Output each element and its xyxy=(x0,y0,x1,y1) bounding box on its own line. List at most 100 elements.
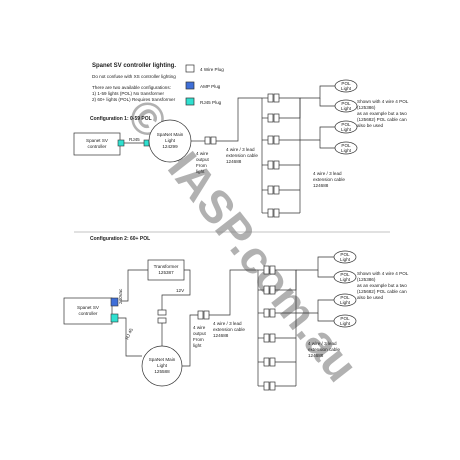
config2-plug xyxy=(269,381,276,391)
config2-pol-lights: POL Light POL Light POL Light POL Light xyxy=(333,250,357,328)
config1-rj45-plug-a xyxy=(117,139,125,147)
config1-rj45-label: RJ45 xyxy=(129,137,140,142)
config2-wire-output-2: output xyxy=(193,331,206,336)
config2-pol-light-4 xyxy=(333,314,357,328)
config1-rj45-plug-b xyxy=(143,139,150,147)
pol-label: Light xyxy=(340,321,351,326)
pol-label: Light xyxy=(340,277,351,282)
config1-note-2: (125386) xyxy=(357,105,376,110)
config1-plug xyxy=(267,160,274,170)
config2-plug xyxy=(269,333,276,343)
config1-cable1-1: 4 wire / 3 lead xyxy=(226,147,255,152)
config2-12v-plug-b xyxy=(157,317,167,324)
legend-swatch-4wire xyxy=(185,64,195,73)
config1-wire-output-3: From xyxy=(196,163,207,168)
config1-cable2-3: 124688 xyxy=(313,183,329,188)
config1-wire-output-4: light xyxy=(196,169,205,174)
config2-plug xyxy=(263,308,270,318)
config1-output-plug-a xyxy=(204,136,211,145)
config1-controller-label-2: controller xyxy=(88,144,107,149)
config1-note-4: (125682) POL cable can xyxy=(357,117,407,122)
pol-label: Light xyxy=(341,148,352,153)
config1-note-1: Shown with 4 wire 4 POL xyxy=(357,99,409,104)
config1-plug xyxy=(273,160,280,170)
pol-label: POL xyxy=(340,295,350,300)
diagram-title: Spanet SV controller lighting. xyxy=(92,63,176,69)
config1-plug xyxy=(267,185,274,195)
config2-controller xyxy=(63,297,113,325)
config1-pol-light-3 xyxy=(334,120,358,134)
config1-note-5: also be used xyxy=(357,123,383,128)
pol-label: Light xyxy=(340,300,351,305)
config2-plug xyxy=(263,357,270,367)
config1-controller-label-1: Spanet SV xyxy=(86,138,109,143)
config1-main-light-label-2: Light xyxy=(165,138,176,143)
config2-note-3: as an example but a two xyxy=(357,283,407,288)
pol-label: Light xyxy=(341,106,352,111)
config1-output-plug-b xyxy=(210,136,217,145)
config2-controller-label-1: Spanet SV xyxy=(77,305,100,310)
config2-heading: Configuration 2: 60+ POL xyxy=(90,236,150,242)
config1-plug xyxy=(267,208,274,218)
config1-plug xyxy=(273,135,280,145)
config2-240v-label: 240Vac xyxy=(118,288,123,304)
pol-label: POL xyxy=(340,316,350,321)
intro-line-1: There are two available configurations: xyxy=(92,85,171,90)
config2-plug xyxy=(263,285,270,295)
config2-plug xyxy=(263,333,270,343)
config2-output-plug-b xyxy=(203,310,210,320)
pol-label: POL xyxy=(340,252,350,257)
config1-pol-light-2 xyxy=(334,99,358,113)
config2-main-light-label-1: SpaNet Main xyxy=(149,357,176,362)
config2-plug-pairs xyxy=(263,265,276,391)
config1-cable2-1: 4 wire / 3 lead xyxy=(313,171,342,176)
config2-plug xyxy=(263,265,270,275)
pol-label: Light xyxy=(341,127,352,132)
config2-output-plug-a xyxy=(197,310,204,320)
config2-12v-plug-a xyxy=(157,309,167,316)
config1-cable1-2: extension cable xyxy=(226,153,258,158)
intro-line-3: 2) 60+ lights (POL) Requires transformer xyxy=(92,97,176,102)
config2-plug xyxy=(269,357,276,367)
config2-main-light-label-3: 125588 xyxy=(154,369,170,374)
config2-amp-plug xyxy=(110,297,119,307)
config1-note-3: as an example but a two xyxy=(357,111,407,116)
config2-wire-output-1: 4 wire xyxy=(193,325,206,330)
pol-label: POL xyxy=(341,122,351,127)
config1-plug xyxy=(267,93,274,103)
config2-cable2-3: 124688 xyxy=(308,353,324,358)
config2-transformer-label-1: Transformer xyxy=(154,264,179,269)
config2-note-4: (125682) POL cable can xyxy=(357,289,407,294)
config2-pol-light-3 xyxy=(333,293,357,307)
config2-rj45-plug-a xyxy=(110,313,119,323)
pol-label: POL xyxy=(341,143,351,148)
config2-rj45-label: RJ 45 xyxy=(124,327,134,340)
config1-main-light-label-3: 124299 xyxy=(162,144,178,149)
config1-heading: Configuration 1: 0-59 POL xyxy=(90,116,152,122)
legend-swatch-amp xyxy=(185,81,195,90)
config1-wire-output-2: output xyxy=(196,157,209,162)
legend-label-4wire: 4 Wire Plug xyxy=(200,67,224,72)
legend-label-amp: AMP Plug xyxy=(200,84,221,89)
config1-plug xyxy=(267,135,274,145)
legend-swatch-rj45 xyxy=(185,97,195,106)
config2-wire-output-3: From xyxy=(193,337,204,342)
config1-plug xyxy=(273,208,280,218)
pol-label: POL xyxy=(341,81,351,86)
config1-main-light-label-1: SpaNet Main xyxy=(157,132,184,137)
config1-plug-pairs xyxy=(267,93,280,218)
config2-12v-label: 12V xyxy=(176,288,185,293)
config2-controller-label-2: controller xyxy=(79,311,98,316)
config2-cable1-1: 4 wire / 3 lead xyxy=(213,321,242,326)
config1-cable2-2: extension cable xyxy=(313,177,345,182)
diagram-subtitle: Do not confuse with XS controller lighti… xyxy=(92,74,176,79)
config1-pol-light-1 xyxy=(334,79,358,93)
config2-plug xyxy=(269,285,276,295)
config1-cable1-3: 124688 xyxy=(226,159,242,164)
config2-pol-light-1 xyxy=(333,250,357,264)
config2-main-light-label-2: Light xyxy=(157,363,168,368)
intro-line-2: 1) 1-59 lights (POL) No transformer xyxy=(92,91,164,96)
config1-pol-lights: POL Light POL Light POL Light POL Light xyxy=(334,79,358,155)
config2-note-2: (125386) xyxy=(357,277,376,282)
